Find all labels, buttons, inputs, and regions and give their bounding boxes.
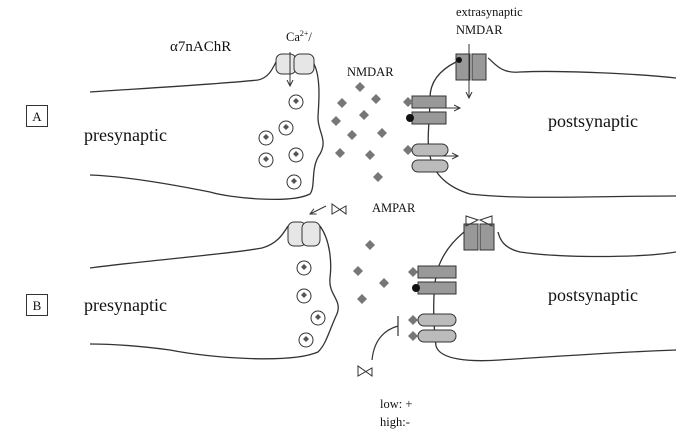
a7nachr-receptor-a [275, 53, 315, 75]
vesicles-b [296, 260, 326, 348]
presynaptic-label-a: presynaptic [84, 125, 167, 145]
panel-a-label: A [26, 105, 48, 127]
high-label: high:- [380, 415, 410, 429]
glutamate-cleft-a [331, 82, 387, 182]
presynaptic-label-b: presynaptic [84, 295, 167, 315]
ligand-binding-arrow [310, 205, 327, 214]
a7nachr-receptor-b [287, 221, 321, 247]
ampar-label: AMPAR [372, 201, 416, 215]
bound-receptor-b [463, 215, 495, 251]
postsynaptic-label-a: postsynaptic [548, 111, 638, 131]
ligand-bowtie-top [331, 203, 347, 215]
ampar-receptors-b [408, 313, 457, 343]
glutamate-cleft-b [353, 240, 389, 304]
vesicle-contents-a [263, 98, 299, 184]
modulation-line [371, 316, 399, 361]
extrasynaptic-label-line2: NMDAR [456, 23, 503, 37]
nmdar-label: NMDAR [347, 65, 394, 79]
presynaptic-membrane-a [89, 61, 324, 200]
low-label: low: + [380, 397, 413, 411]
postsynaptic-label-b: postsynaptic [548, 285, 638, 305]
a7nachr-label: α7nAChR [170, 39, 232, 55]
presynaptic-membrane-b [89, 225, 339, 360]
nmdar-receptors-b [408, 265, 457, 295]
ampar-receptors-a [403, 143, 458, 173]
ca-label: Ca2+/ [286, 29, 312, 45]
extrasynaptic-nmdar-receptor [455, 53, 487, 81]
nmdar-receptors-a [403, 95, 460, 125]
vesicles-a [258, 94, 304, 190]
vesicle-contents-b [301, 264, 321, 342]
extrasynaptic-label-line1: extrasynaptic [456, 5, 523, 19]
panel-b-label: B [26, 294, 48, 316]
ligand-bowtie-bottom [357, 365, 373, 377]
